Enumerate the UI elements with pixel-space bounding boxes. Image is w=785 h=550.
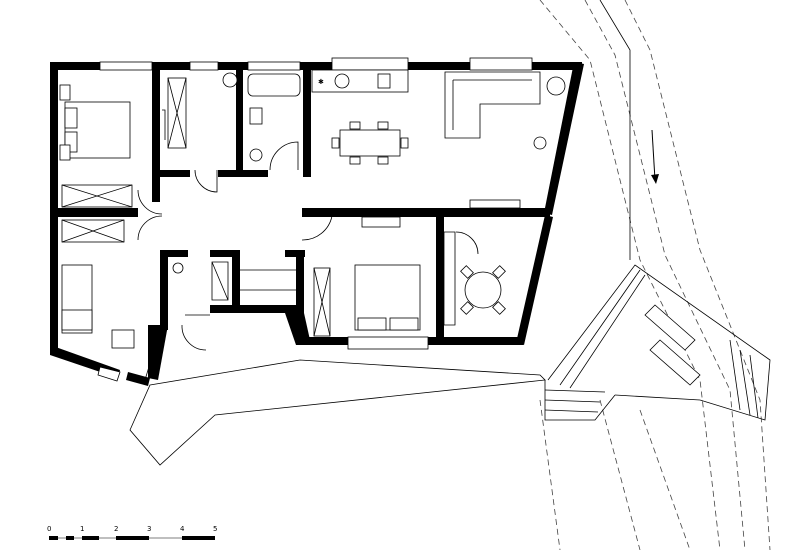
scale-label-4: 4 [180,525,185,533]
scale-label-2: 2 [114,525,118,533]
plant [546,76,566,96]
scale-label-0: 0 [47,525,51,533]
bed-1 [64,101,131,159]
terrace [129,264,771,466]
terrace-steps [544,339,759,421]
furniture: ✱ [59,69,566,381]
wardrobe-door [162,109,166,140]
svg-text:✱: ✱ [318,78,324,86]
floor-lamp-icon [533,136,547,150]
scale-bar: 0 1 2 3 4 5 [47,525,217,540]
washbasin-icon [222,72,238,88]
toilet [249,107,263,125]
sun-loungers [644,304,701,386]
walls [50,62,584,386]
tv-unit [469,199,521,209]
kitchen-counter [311,69,409,93]
bed-3 [354,264,421,331]
windows [97,57,533,382]
scale-label-3: 3 [147,525,151,533]
scale-label-1: 1 [80,525,84,533]
sofa [444,71,541,139]
direction-arrow-icon [651,129,659,184]
terrain-contours [539,0,771,550]
bed-2 [61,264,93,334]
door-swings [137,189,163,241]
bathtub [247,73,301,97]
dining-table [331,121,409,165]
round-table [460,265,506,315]
scale-label-5: 5 [213,525,217,533]
